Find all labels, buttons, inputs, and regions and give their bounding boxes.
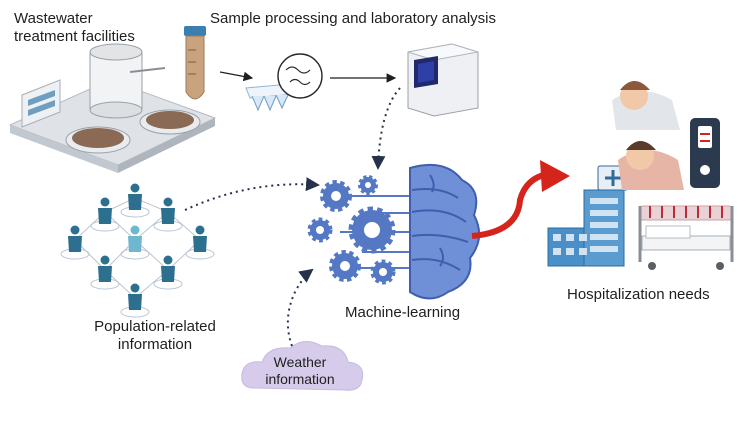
population-label: Population-related information: [94, 318, 216, 353]
red-arrowhead: [540, 160, 570, 192]
wastewater-label: Wastewater treatment facilities: [14, 10, 135, 45]
treatment-plant-icon: [8, 43, 217, 173]
hospital-bed-icon: [638, 205, 734, 270]
sample-tube-icon: [184, 26, 206, 100]
people-network-icon: [60, 183, 215, 318]
weather-label: Weather information: [265, 354, 335, 387]
dotted-arrow-population-to-ml: [184, 177, 320, 211]
rapid-test-icon: [690, 118, 720, 188]
hospitalization-label: Hospitalization needs: [567, 286, 710, 303]
hospital-icon: [547, 165, 629, 267]
cloud-icon: [241, 341, 364, 391]
pathogen-sample-icon: [277, 53, 323, 99]
lab-analyzer-icon: [407, 43, 479, 117]
lab-analysis-label: Sample processing and laboratory analysi…: [210, 10, 496, 27]
arrow-tube-to-plate: [219, 71, 254, 82]
dotted-arrow-weather-to-ml: [286, 268, 314, 347]
machine-learning-label: Machine-learning: [345, 304, 461, 321]
dotted-arrow-lab-to-ml: [371, 87, 401, 170]
gears-brain-icon: [307, 164, 481, 300]
red-arrow-ml-to-hospital: [471, 171, 549, 239]
sick-patients-icon: [612, 81, 684, 190]
